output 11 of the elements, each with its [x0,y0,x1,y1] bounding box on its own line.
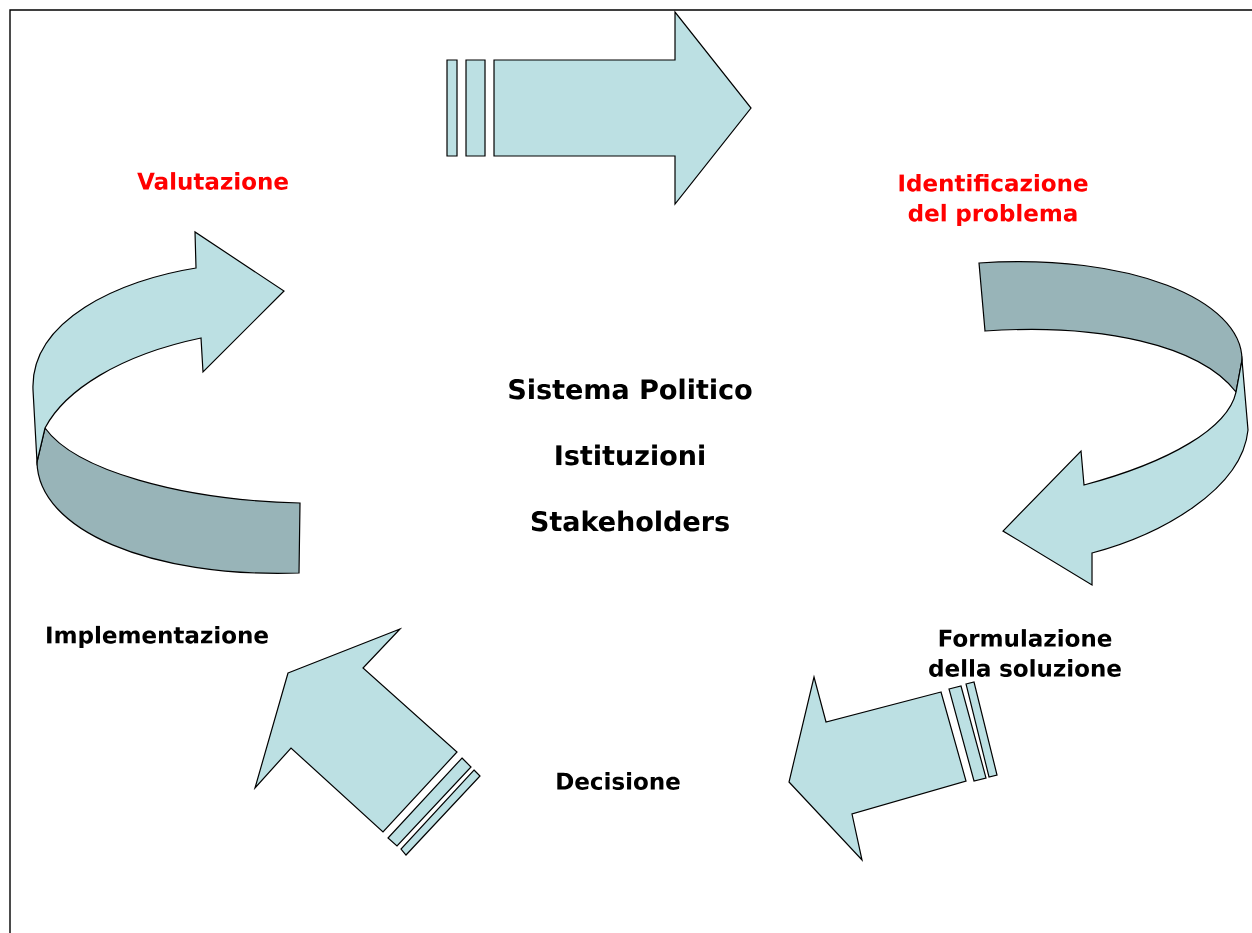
center-text: Istituzioni [556,444,704,466]
stage-label: Valutazione [137,172,288,190]
stage-label: Decisione [557,772,680,790]
block-arrow [32,231,301,574]
block-arrow [446,10,752,206]
stage-label: Formulazione della soluzione [929,629,1121,677]
center-text: Stakeholders [531,510,729,532]
stage-label: Identificazione del problema [899,173,1088,227]
block-arrow [978,261,1249,586]
center-text: Sistema Politico [509,378,752,400]
stage-label: Implementazione [47,625,268,649]
